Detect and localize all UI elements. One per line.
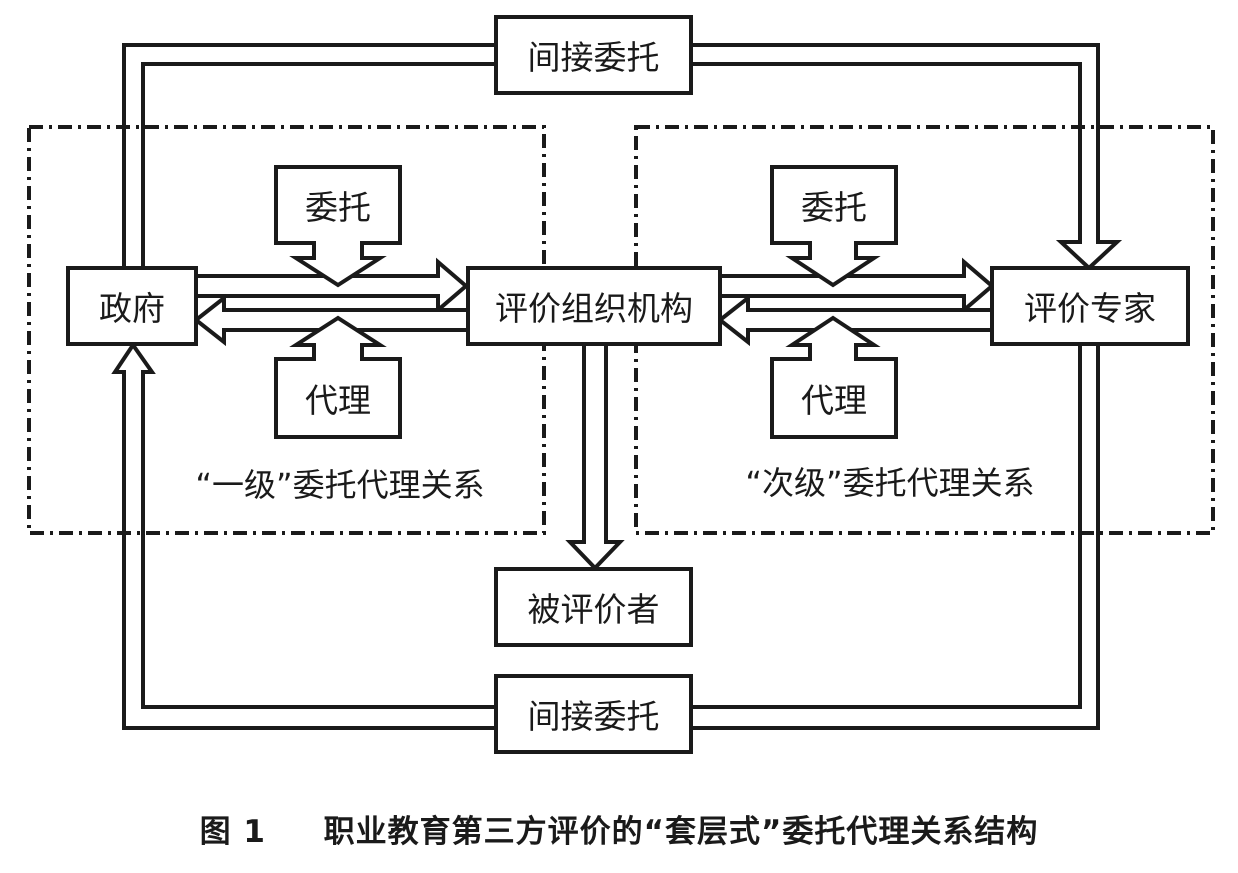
government-label: 政府 — [99, 289, 165, 328]
entrust-left-label: 委托 — [305, 188, 371, 227]
secondary-relationship-label: “次级”委托代理关系 — [745, 464, 1035, 502]
evaluatee-label: 被评价者 — [527, 590, 660, 629]
entrust-arrow-gov-to-org — [194, 257, 470, 315]
agent-arrow-expert-to-org — [716, 293, 994, 347]
primary-relationship-label: “一级”委托代理关系 — [195, 466, 485, 504]
entrust-callout-right — [770, 165, 898, 288]
agent-callout-right — [770, 315, 898, 439]
government-box — [66, 266, 198, 346]
indirect-entrust-top-box — [494, 15, 693, 95]
evaluation-expert-label: 评价专家 — [1024, 289, 1156, 328]
agent-left-label: 代理 — [305, 381, 371, 420]
evaluation-org-label: 评价组织机构 — [495, 289, 693, 328]
agent-right-label: 代理 — [801, 381, 867, 420]
evaluation-org-box — [466, 266, 722, 346]
org-to-evaluatee-arrow — [565, 342, 625, 571]
entrust-arrow-org-to-expert — [718, 257, 996, 315]
entrust-callout-left — [274, 165, 402, 288]
indirect-entrust-top-label: 间接委托 — [527, 38, 660, 77]
evaluation-expert-box — [990, 266, 1190, 346]
figure-caption: 图 1 职业教育第三方评价的“套层式”委托代理关系结构 — [0, 806, 1238, 851]
evaluatee-box — [494, 567, 693, 647]
indirect-entrust-bottom-label: 间接委托 — [527, 697, 660, 736]
entrust-right-label: 委托 — [801, 188, 867, 227]
figure-title: 职业教育第三方评价的“套层式”委托代理关系结构 — [323, 814, 1039, 850]
agent-callout-left — [274, 315, 402, 439]
figure-number: 图 1 — [199, 814, 267, 850]
indirect-entrust-bottom-box — [494, 674, 693, 754]
